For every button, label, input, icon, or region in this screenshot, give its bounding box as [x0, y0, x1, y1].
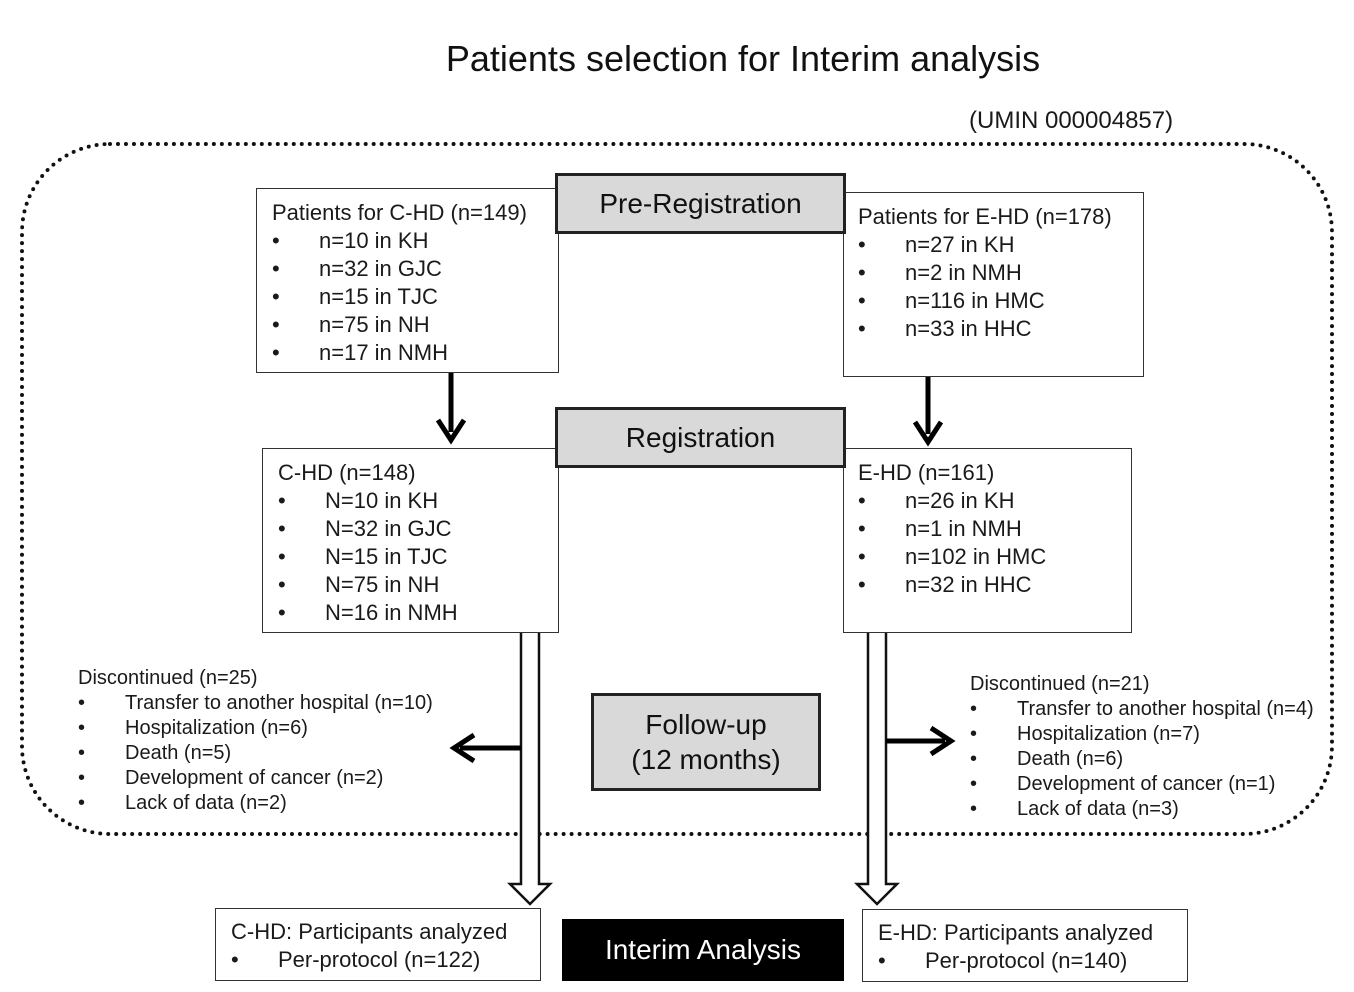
interim-analysis-stage: Interim Analysis: [562, 919, 844, 981]
list-item: n=1 in NMH: [858, 515, 1131, 543]
analyzed-chd-box: C-HD: Participants analyzed Per-protocol…: [215, 908, 541, 981]
discontinued-ehd: Discontinued (n=21) Transfer to another …: [970, 672, 1314, 822]
registration-chd-list: N=10 in KH N=32 in GJC N=15 in TJC N=75 …: [278, 487, 558, 627]
discontinued-ehd-header: Discontinued (n=21): [970, 673, 1150, 695]
pre-registration-chd-box: Patients for C-HD (n=149) n=10 in KH n=3…: [256, 188, 559, 373]
list-item: Lack of data (n=3): [970, 797, 1314, 822]
hollow-arrow-ehd: [853, 633, 901, 906]
list-item: Per-protocol (n=140): [878, 947, 1187, 975]
list-item: n=26 in KH: [858, 487, 1131, 515]
registration-ehd-box: E-HD (n=161) n=26 in KH n=1 in NMH n=102…: [843, 448, 1132, 633]
list-item: n=15 in TJC: [272, 283, 558, 311]
study-period-region: [20, 142, 1334, 836]
pre-registration-ehd-header: Patients for E-HD (n=178): [858, 204, 1112, 229]
discontinued-chd-list: Transfer to another hospital (n=10) Hosp…: [78, 691, 433, 816]
registration-chd-header: C-HD (n=148): [278, 460, 416, 485]
list-item: Transfer to another hospital (n=10): [78, 691, 433, 716]
discontinued-ehd-list: Transfer to another hospital (n=4) Hospi…: [970, 697, 1314, 822]
list-item: Development of cancer (n=2): [78, 766, 433, 791]
list-item: n=17 in NMH: [272, 339, 558, 367]
list-item: Hospitalization (n=7): [970, 722, 1314, 747]
list-item: Development of cancer (n=1): [970, 772, 1314, 797]
discontinued-chd-header: Discontinued (n=25): [78, 667, 258, 689]
discontinued-chd: Discontinued (n=25) Transfer to another …: [78, 666, 433, 816]
list-item: Hospitalization (n=6): [78, 716, 433, 741]
registration-stage: Registration: [555, 407, 846, 468]
arrow-down-ehd: [912, 377, 944, 447]
list-item: Per-protocol (n=122): [231, 946, 540, 974]
list-item: N=16 in NMH: [278, 599, 558, 627]
pre-registration-ehd-list: n=27 in KH n=2 in NMH n=116 in HMC n=33 …: [858, 231, 1143, 343]
list-item: n=2 in NMH: [858, 259, 1143, 287]
analyzed-chd-list: Per-protocol (n=122): [231, 946, 540, 974]
follow-up-stage: Follow-up (12 months): [591, 693, 821, 791]
analyzed-chd-header: C-HD: Participants analyzed: [231, 919, 508, 944]
pre-registration-chd-header: Patients for C-HD (n=149): [272, 200, 527, 225]
list-item: Death (n=5): [78, 741, 433, 766]
arrow-discontinued-chd: [449, 732, 521, 764]
page-title: Patients selection for Interim analysis: [445, 38, 1041, 79]
arrow-discontinued-ehd: [886, 725, 956, 757]
follow-up-label: Follow-up: [645, 709, 767, 740]
trial-registration-id: (UMIN 000004857): [969, 107, 1174, 134]
pre-registration-ehd-box: Patients for E-HD (n=178) n=27 in KH n=2…: [843, 192, 1144, 377]
pre-registration-chd-list: n=10 in KH n=32 in GJC n=15 in TJC n=75 …: [272, 227, 558, 367]
list-item: n=10 in KH: [272, 227, 558, 255]
list-item: N=32 in GJC: [278, 515, 558, 543]
arrow-down-chd: [435, 373, 467, 445]
list-item: n=32 in HHC: [858, 571, 1131, 599]
list-item: Death (n=6): [970, 747, 1314, 772]
registration-chd-box: C-HD (n=148) N=10 in KH N=32 in GJC N=15…: [262, 448, 559, 633]
list-item: n=116 in HMC: [858, 287, 1143, 315]
follow-up-duration: (12 months): [631, 744, 781, 775]
list-item: N=75 in NH: [278, 571, 558, 599]
hollow-arrow-chd: [506, 633, 554, 906]
analyzed-ehd-list: Per-protocol (n=140): [878, 947, 1187, 975]
list-item: N=10 in KH: [278, 487, 558, 515]
list-item: n=75 in NH: [272, 311, 558, 339]
list-item: Lack of data (n=2): [78, 791, 433, 816]
analyzed-ehd-box: E-HD: Participants analyzed Per-protocol…: [862, 909, 1188, 982]
list-item: n=102 in HMC: [858, 543, 1131, 571]
list-item: n=33 in HHC: [858, 315, 1143, 343]
registration-ehd-list: n=26 in KH n=1 in NMH n=102 in HMC n=32 …: [858, 487, 1131, 599]
list-item: Transfer to another hospital (n=4): [970, 697, 1314, 722]
list-item: n=27 in KH: [858, 231, 1143, 259]
analyzed-ehd-header: E-HD: Participants analyzed: [878, 920, 1154, 945]
registration-ehd-header: E-HD (n=161): [858, 460, 995, 485]
list-item: n=32 in GJC: [272, 255, 558, 283]
list-item: N=15 in TJC: [278, 543, 558, 571]
pre-registration-stage: Pre-Registration: [555, 173, 846, 234]
